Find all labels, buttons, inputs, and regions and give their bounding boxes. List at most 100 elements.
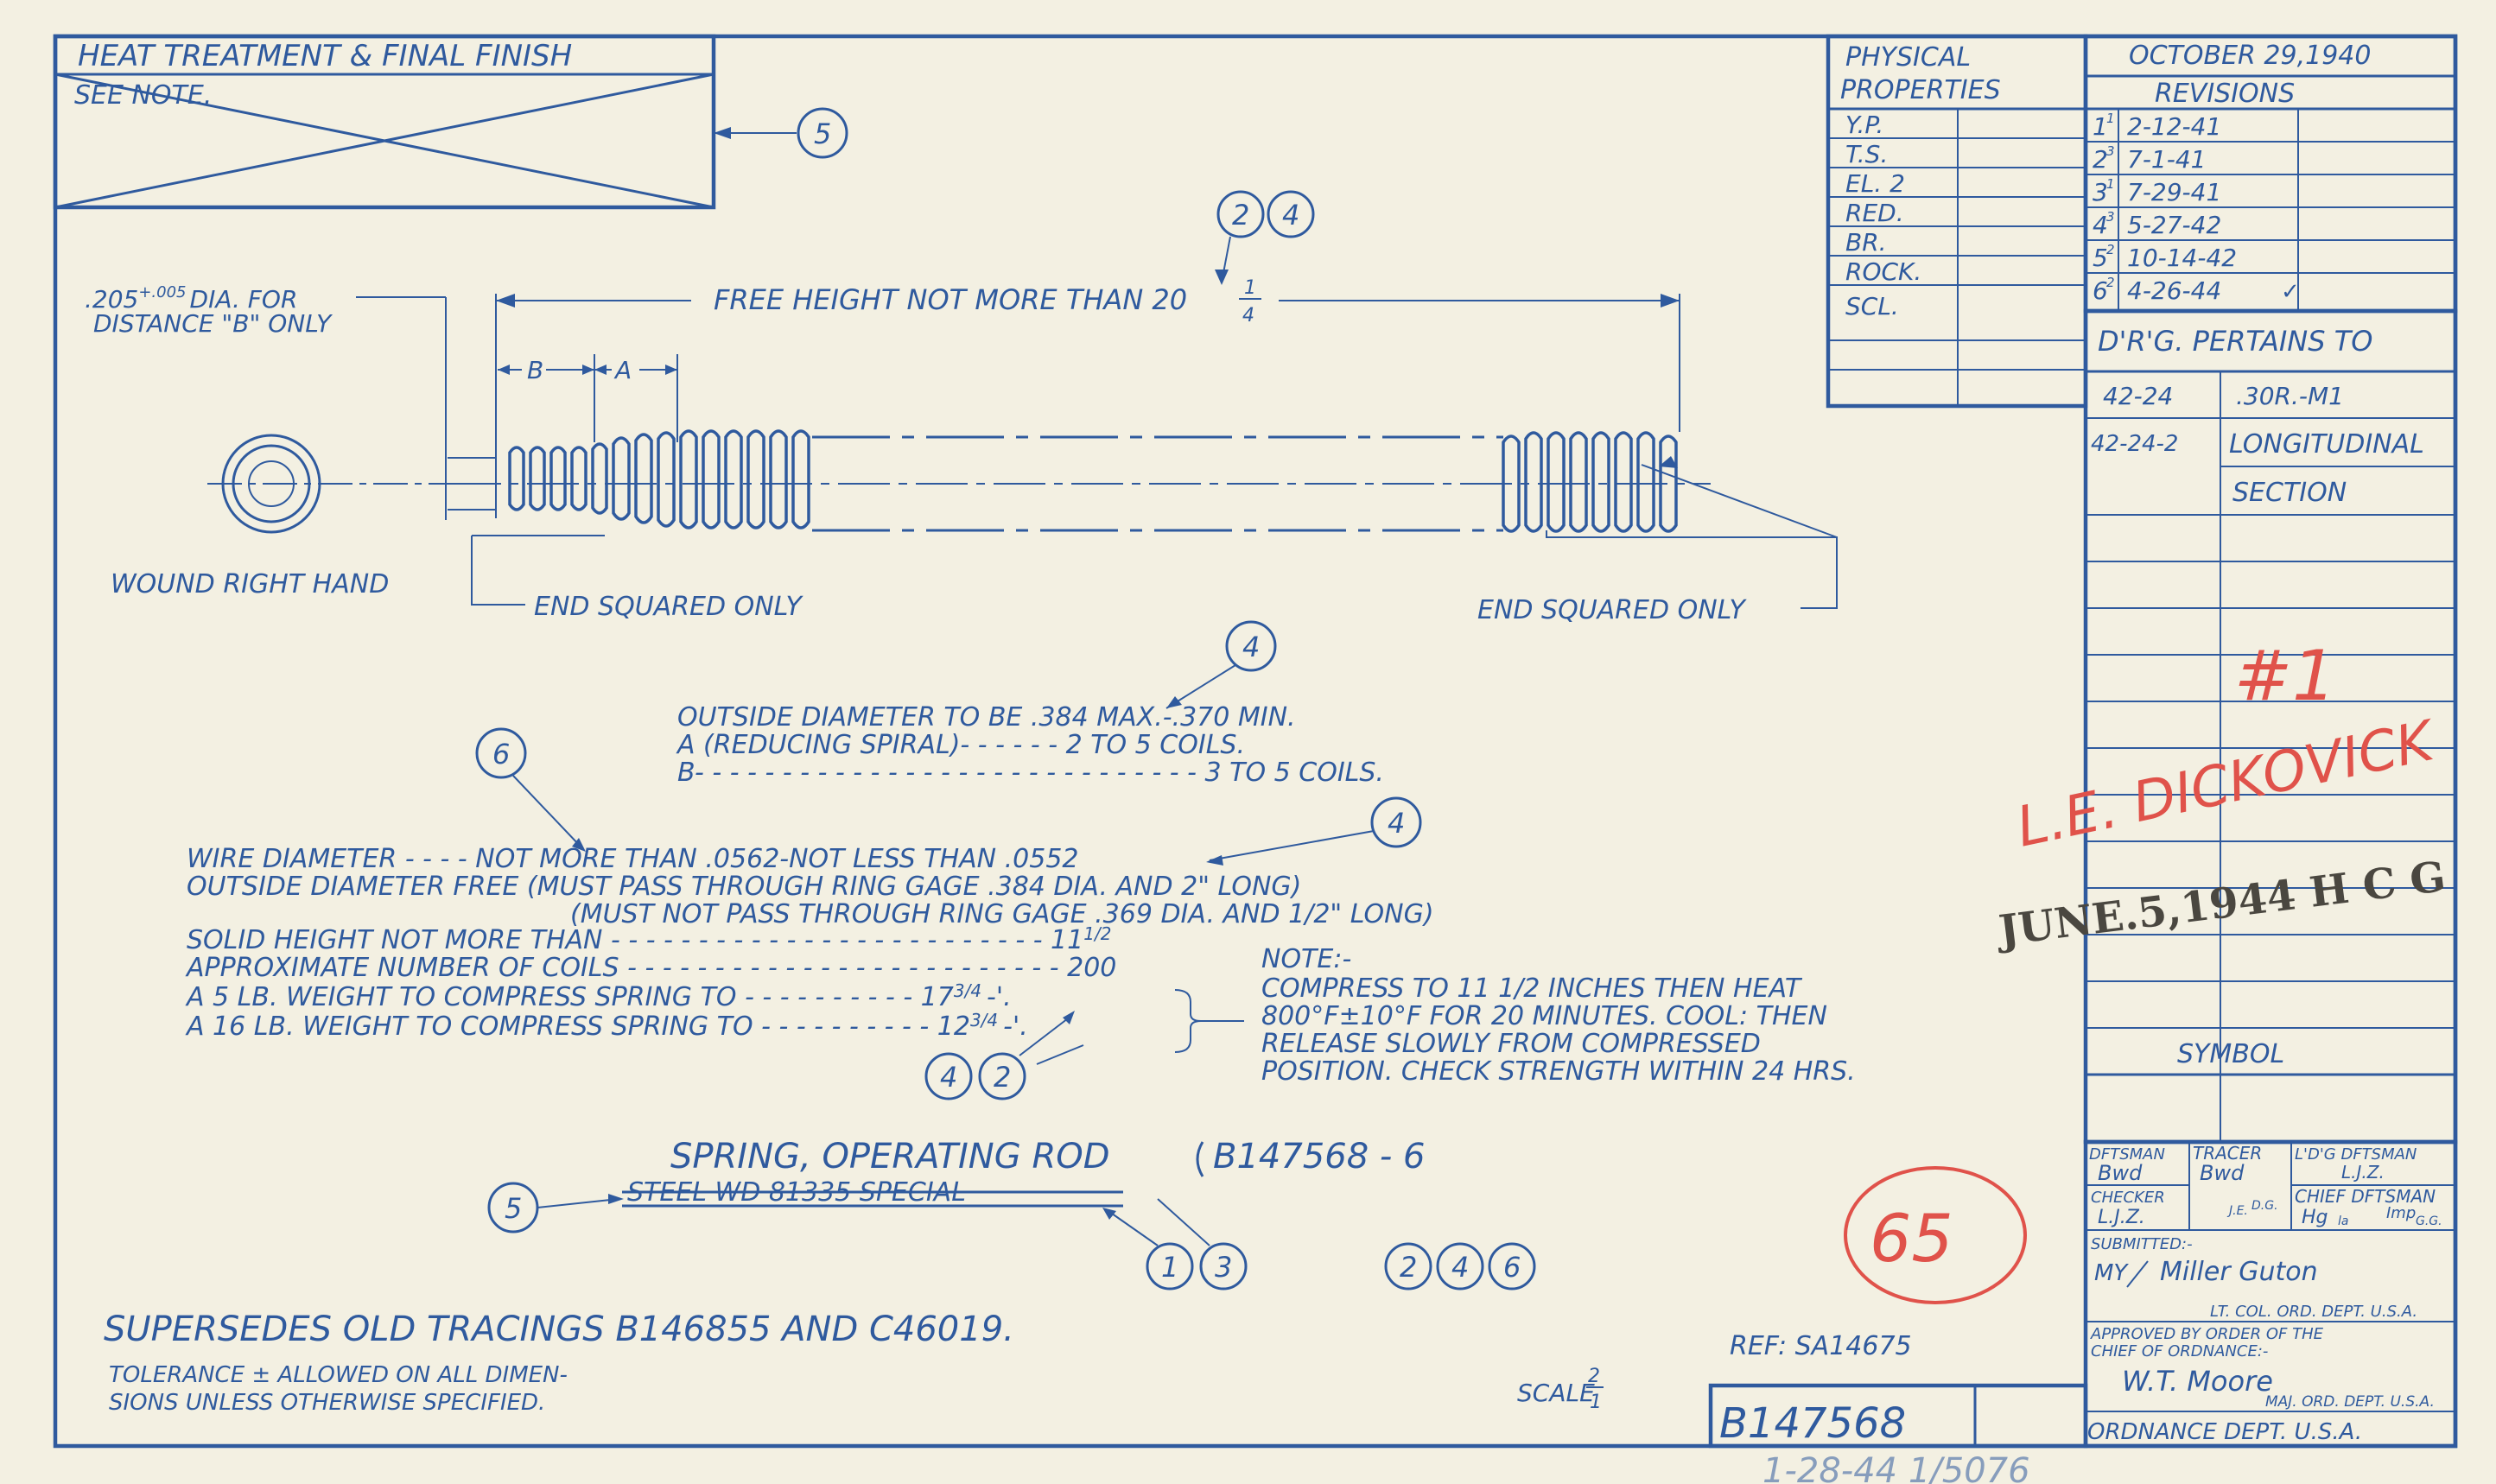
dim-a-label: A	[613, 356, 632, 384]
heat-treatment-note: SEE NOTE.	[74, 80, 212, 111]
drawing-number: B147568	[1719, 1399, 1906, 1448]
spec-coils: APPROXIMATE NUMBER OF COILS - - - - - - …	[185, 953, 1116, 983]
revision-date: 10-14-42	[2127, 244, 2237, 272]
dia-callout-2: DISTANCE "B" ONLY	[93, 309, 333, 338]
spec-solid: SOLID HEIGHT NOT MORE THAN - - - - - - -…	[187, 923, 1111, 955]
end-view-circle	[207, 434, 449, 534]
approved-signature: W.T. Moore	[2122, 1365, 2273, 1398]
tracer-label: TRACER	[2193, 1143, 2262, 1164]
physical-properties-table: PHYSICAL PROPERTIES Y.P. T.S. EL. 2 RED.…	[1826, 34, 2088, 409]
bottom-handwriting: 1-28-44 1/5076	[1762, 1451, 2030, 1484]
draftsman-initials: Bwd	[2098, 1161, 2143, 1185]
checker-label: CHECKER	[2091, 1189, 2165, 1207]
ldg-draftsman-label: L'D'G DFTSMAN	[2295, 1145, 2417, 1164]
red-name-mark: L.E. DICKOVICK	[2011, 708, 2443, 859]
pertains-table: D'R'G. PERTAINS TO 42-24 .30R.-M1 42-24-…	[2083, 308, 2458, 1145]
note-line-1: COMPRESS TO 11 1/2 INCHES THEN HEAT	[1261, 973, 1803, 1004]
chief-draftsman-label: CHIEF DFTSMAN	[2295, 1186, 2436, 1207]
free-height-num: 1	[1244, 277, 1256, 299]
revision-sup: 3	[2106, 209, 2115, 225]
red-circle-mark	[1844, 1166, 2027, 1304]
revision-date: 4-26-44	[2127, 276, 2221, 305]
signature-block: DFTSMAN TRACER L'D'G DFTSMAN Bwd Bwd L.J…	[2083, 1139, 2458, 1449]
physical-row: ROCK.	[1845, 257, 1921, 286]
scale-numerator: 2	[1588, 1366, 1600, 1387]
note-line-3: RELEASE SLOWLY FROM COMPRESSED	[1261, 1029, 1761, 1059]
physical-row: Y.P.	[1845, 111, 1883, 139]
physical-title-2: PROPERTIES	[1840, 75, 2001, 105]
tolerance-line-1: TOLERANCE ± ALLOWED ON ALL DIMEN-	[109, 1362, 568, 1388]
physical-row: EL. 2	[1845, 169, 1905, 198]
wound-label: WOUND RIGHT HAND	[111, 569, 389, 599]
bubble-3: 3	[1215, 1251, 1232, 1284]
pertains-row1-left: 42-24	[2103, 382, 2173, 410]
bubble-4-weight: 4	[940, 1061, 957, 1094]
approved-line-1: APPROVED BY ORDER OF THE	[2090, 1325, 2324, 1343]
submitted-signature: Miller Guton	[2160, 1257, 2318, 1287]
submitted-title: LT. COL. ORD. DEPT. U.S.A.	[2210, 1303, 2417, 1321]
chief-initials-4: G.G.	[2416, 1214, 2442, 1228]
red-number-mark: #1	[2234, 636, 2336, 716]
tracer-check: J.E.	[2226, 1204, 2248, 1218]
pertains-row1-right: .30R.-M1	[2236, 382, 2344, 410]
submitted-mark: MY	[2094, 1260, 2129, 1286]
bubble-4: 4	[1282, 199, 1299, 231]
note-brace	[1174, 989, 1202, 1053]
bubble-4-od: 4	[1242, 631, 1260, 663]
approved-title: MAJ. ORD. DEPT. U.S.A.	[2265, 1393, 2435, 1411]
bubble-2-weight: 2	[994, 1061, 1011, 1094]
pertains-row2-right-2: SECTION	[2232, 478, 2347, 508]
scale-denominator: 1	[1590, 1392, 1602, 1413]
revision-num: 3	[2093, 178, 2108, 206]
approved-line-2: CHIEF OF ORDNANCE:-	[2091, 1342, 2268, 1360]
spec-wire: WIRE DIAMETER - - - - NOT MORE THAN .056…	[187, 844, 1079, 874]
physical-row: SCL.	[1845, 292, 1899, 320]
pertains-title: D'R'G. PERTAINS TO	[2098, 325, 2372, 358]
ordnance-dept: ORDNANCE DEPT. U.S.A.	[2087, 1419, 2362, 1445]
note-title: NOTE:-	[1261, 944, 1351, 974]
revision-check-mark: ✓	[2281, 279, 2300, 305]
note-line-4: POSITION. CHECK STRENGTH WITHIN 24 HRS.	[1261, 1056, 1856, 1087]
revision-num: 5	[2093, 244, 2108, 272]
part-number: B147568 - 6	[1213, 1137, 1425, 1176]
revision-sup: 3	[2106, 143, 2115, 159]
spec-weight-5: A 5 LB. WEIGHT TO COMPRESS SPRING TO - -…	[185, 980, 1012, 1012]
physical-row: T.S.	[1845, 140, 1888, 168]
revision-date: 5-27-42	[2127, 211, 2221, 239]
part-number-bracket	[1196, 1141, 1204, 1177]
revision-num: 2	[2093, 145, 2108, 174]
spec-od-free-2: (MUST NOT PASS THROUGH RING GAGE .369 DI…	[570, 899, 1434, 929]
end-squared-right: END SQUARED ONLY	[1477, 595, 1748, 625]
chief-initials-2: la	[2338, 1214, 2348, 1228]
free-height: FREE HEIGHT NOT MORE THAN 20	[714, 283, 1187, 316]
symbol-label: SYMBOL	[2177, 1039, 2284, 1069]
ref-number: REF: SA14675	[1730, 1331, 1912, 1361]
revision-sup: 2	[2106, 275, 2115, 290]
ldg-initials: L.J.Z.	[2341, 1162, 2385, 1183]
draftsman-label: DFTSMAN	[2089, 1145, 2165, 1164]
pertains-row2-left: 42-24-2	[2091, 431, 2178, 457]
note-line-2: 800°F±10°F FOR 20 MINUTES. COOL: THEN	[1261, 1001, 1827, 1031]
physical-row: BR.	[1845, 228, 1887, 257]
od-line-2: A (REDUCING SPIRAL)- - - - - - 2 TO 5 CO…	[676, 730, 1245, 760]
dimension-lines	[356, 294, 1838, 609]
bubble-4-wire: 4	[1388, 807, 1405, 840]
spring-right-coils	[1502, 431, 1678, 533]
revision-sup: 2	[2106, 242, 2115, 257]
revision-num: 1	[2093, 112, 2108, 141]
free-height-den: 4	[1242, 305, 1254, 327]
spec-od-free: OUTSIDE DIAMETER FREE (MUST PASS THROUGH…	[187, 872, 1301, 902]
revision-sup: 1	[2106, 111, 2115, 126]
checker-initials: L.J.Z.	[2098, 1207, 2145, 1228]
physical-title-1: PHYSICAL	[1845, 42, 1971, 73]
chief-initials-3: Imp	[2386, 1204, 2416, 1222]
submitted-label: SUBMITTED:-	[2091, 1235, 2193, 1253]
revision-bubbles: 5 2 4 4 6 4 4 2 5 1 3	[475, 107, 1536, 1291]
revision-date: 2-12-41	[2127, 112, 2221, 141]
bubble-2: 2	[1232, 199, 1249, 231]
revisions-title: REVISIONS	[2155, 79, 2295, 109]
bubble-5: 5	[814, 117, 831, 150]
pertains-row2-right: LONGITUDINAL	[2229, 429, 2424, 460]
